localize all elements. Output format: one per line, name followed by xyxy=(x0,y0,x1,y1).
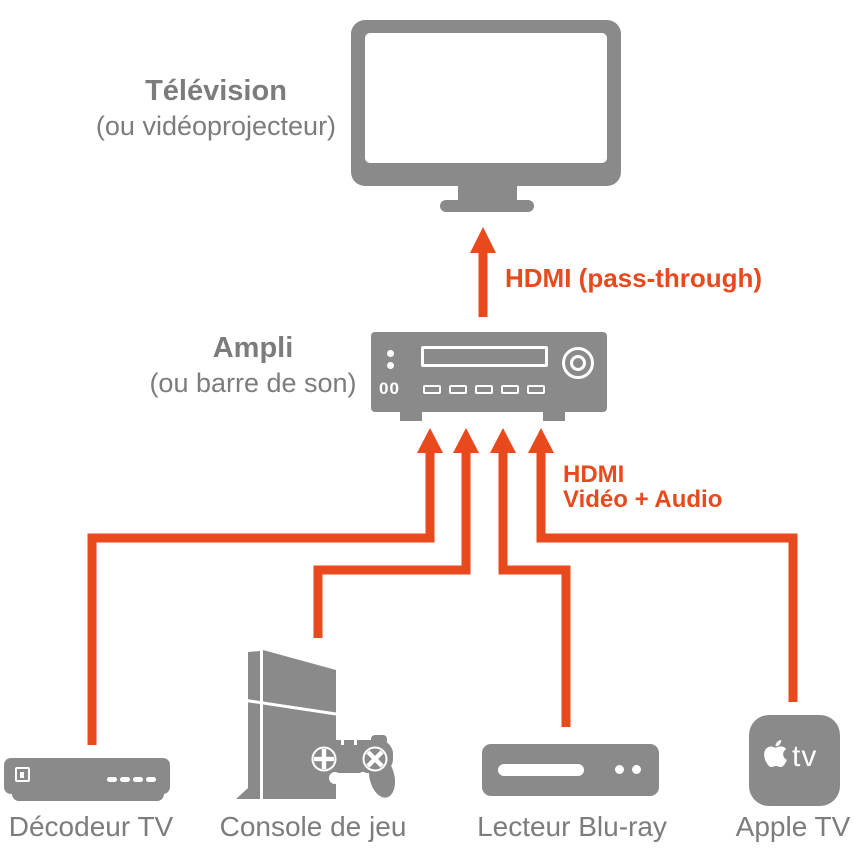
game-console-icon xyxy=(236,650,396,799)
bluray-button-1 xyxy=(615,765,624,774)
console-side-strip xyxy=(236,651,260,799)
amp-display xyxy=(421,346,548,367)
tv-screen xyxy=(365,33,607,163)
decoder-body xyxy=(4,758,170,794)
amp-button-5 xyxy=(527,385,545,394)
hdmi-arrow-appletv xyxy=(528,428,798,702)
hdmi-arrow-decoder xyxy=(87,428,443,745)
amp-led-2 xyxy=(387,362,394,369)
bluray-button-2 xyxy=(632,765,641,774)
amp-led-1 xyxy=(387,350,394,357)
decoder-label: Décodeur TV xyxy=(8,811,174,842)
hdmi-label-line1: HDMI xyxy=(563,461,625,488)
tv-label-title: Télévision xyxy=(145,75,287,107)
tv-label: Télévision (ou vidéoprojecteur) xyxy=(16,74,416,143)
console-label: Console de jeu xyxy=(219,811,407,842)
decoder-vent-3 xyxy=(133,777,143,782)
amp-label: Ampli (ou barre de son) xyxy=(53,331,453,400)
hdmi-passthrough-arrow xyxy=(470,227,496,317)
apple-tv-logo-text: tv xyxy=(792,740,818,773)
decoder-vent-2 xyxy=(120,777,130,782)
tv-label-subtitle: (ou vidéoprojecteur) xyxy=(95,111,337,141)
amp-volume-knob-inner xyxy=(570,355,586,371)
hdmi-passthrough-label: HDMI (pass-through) xyxy=(505,263,763,293)
tv-stand-neck xyxy=(458,186,517,204)
decoder-power-icon xyxy=(15,767,30,782)
amp-button-1 xyxy=(423,385,441,394)
amp-volume-knob xyxy=(562,347,594,379)
hdmi-label-line2: Vidéo + Audio xyxy=(563,486,723,513)
amp-foot-right xyxy=(543,412,565,421)
hdmi-video-audio-label: HDMI Vidéo + Audio xyxy=(563,462,722,512)
console-groove xyxy=(242,698,337,716)
apple-logo-icon xyxy=(764,739,787,768)
amp-button-4 xyxy=(501,385,519,394)
amp-button-3 xyxy=(475,385,493,394)
decoder-base xyxy=(12,790,164,801)
apple-tv-label: Apple TV xyxy=(735,811,851,842)
bluray-disc-slot xyxy=(498,764,584,776)
decoder-vent-1 xyxy=(107,777,117,782)
amp-foot-left xyxy=(400,412,422,421)
decoder-power-icon-inner xyxy=(20,772,24,778)
decoder-vent-4 xyxy=(146,777,156,782)
amp-button-2 xyxy=(449,385,467,394)
hdmi-arrow-console xyxy=(313,428,479,638)
tv-stand-base xyxy=(440,200,534,212)
bluray-label: Lecteur Blu-ray xyxy=(477,811,667,842)
amp-indicator: 00 xyxy=(379,379,400,398)
apple-tv-box xyxy=(749,715,840,806)
gamepad-icon xyxy=(300,735,396,798)
amp-label-title: Ampli xyxy=(212,332,294,364)
amp-label-subtitle: (ou barre de son) xyxy=(149,368,357,398)
hdmi-arrow-bluray xyxy=(490,428,571,727)
